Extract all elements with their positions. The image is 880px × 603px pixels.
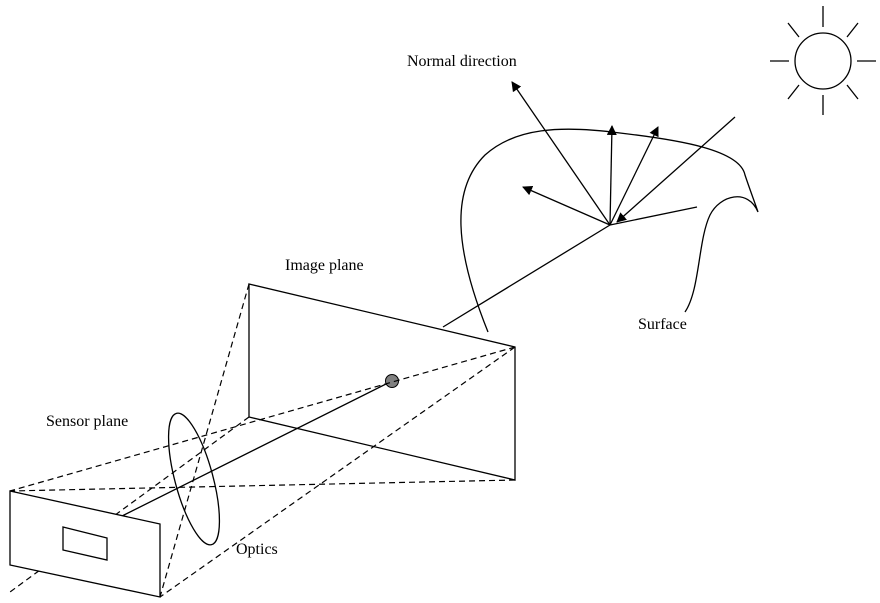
label-image-plane: Image plane bbox=[285, 257, 364, 274]
label-normal-direction: Normal direction bbox=[407, 53, 517, 70]
viewing-ray-surface bbox=[442, 224, 611, 328]
sun-icon bbox=[770, 6, 876, 115]
label-surface: Surface bbox=[638, 316, 687, 333]
optics-lens bbox=[167, 412, 221, 546]
projection-lines bbox=[9, 283, 516, 598]
scene-point bbox=[385, 374, 399, 388]
surface-patch bbox=[460, 128, 759, 333]
sensor-element bbox=[62, 526, 108, 561]
label-optics: Optics bbox=[236, 541, 278, 558]
image-plane bbox=[248, 283, 516, 481]
label-sensor-plane: Sensor plane bbox=[46, 413, 128, 430]
surface-vectors bbox=[511, 81, 736, 226]
